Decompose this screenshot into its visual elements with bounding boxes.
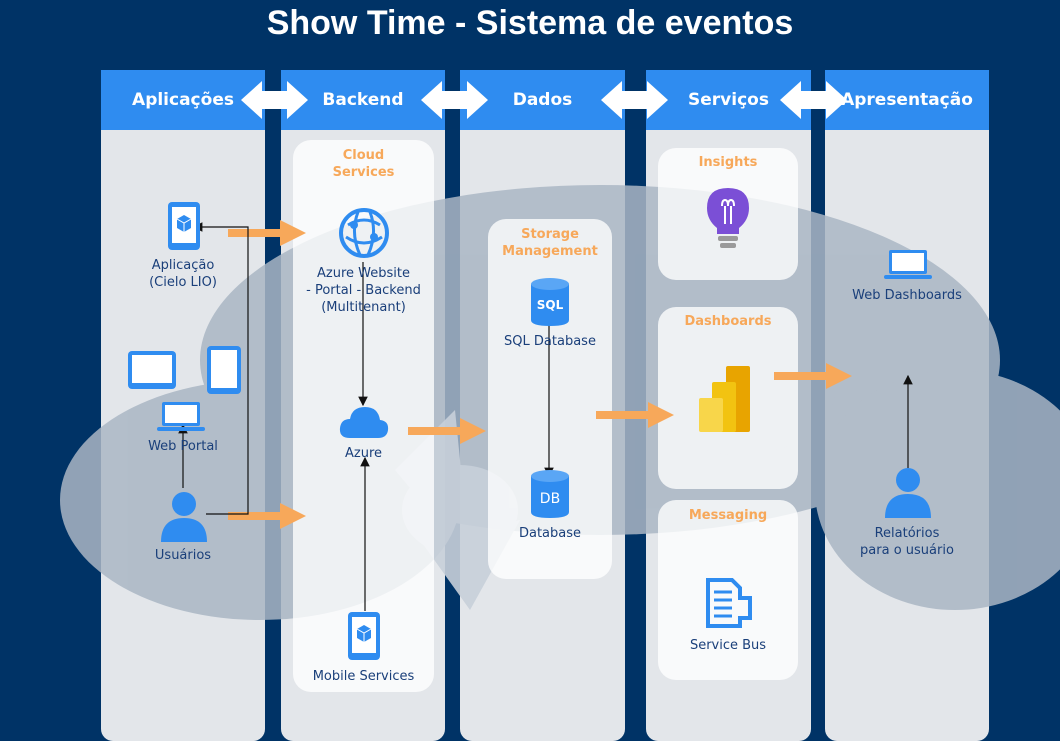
node-label-service-bus: Service Bus: [689, 638, 767, 653]
sql-icon-text: SQL: [537, 298, 564, 312]
db-icon-text: DB: [540, 491, 560, 507]
user-icon: [161, 492, 207, 542]
group-messaging: [658, 500, 798, 680]
sql-database-icon: SQL: [531, 278, 569, 326]
group-title-dashboards: Dashboards: [684, 314, 772, 329]
node-label-mobile-services: Mobile Services: [312, 669, 415, 684]
node-label-database: Database: [518, 526, 582, 541]
flow-arrow: [596, 402, 674, 428]
node-label-relatorios: Relatórios para o usuário: [860, 526, 954, 558]
node-label-web-portal: Web Portal: [148, 439, 218, 454]
laptop-icon: [884, 250, 932, 279]
cloud-icon: [339, 407, 389, 438]
group-title-storage-management: Storage Management: [502, 227, 598, 259]
flow-arrow: [774, 363, 852, 389]
mobile-app-icon: [348, 612, 380, 660]
group-title-insights: Insights: [698, 155, 758, 170]
flow-arrow: [408, 418, 486, 444]
service-bus-icon: [706, 578, 752, 628]
web-globe-icon: [339, 208, 389, 258]
node-label-azure-website: Azure Website - Portal - Backend (Multit…: [306, 266, 421, 315]
tablet-icon: [207, 346, 241, 394]
power-bi-icon: [699, 366, 750, 432]
double-arrow-icon: [601, 81, 668, 119]
node-label-sql-database: SQL Database: [504, 334, 596, 349]
connector-line: [192, 222, 249, 515]
double-arrow-icon: [780, 81, 847, 119]
node-label-web-dashboards: Web Dashboards: [852, 288, 962, 303]
flow-arrow: [228, 220, 306, 246]
laptop-icon: [157, 402, 205, 431]
mobile-app-icon: [168, 202, 200, 250]
group-title-messaging: Messaging: [688, 508, 768, 523]
column-header-backend: Backend: [281, 70, 445, 130]
column-header-aplicacoes: Aplicações: [101, 70, 265, 130]
group-title-cloud-services: Cloud Services: [332, 148, 395, 180]
database-icon: DB: [531, 470, 569, 518]
tablet-icon: [128, 351, 176, 389]
column-header-apresentacao: Apresentação: [825, 70, 989, 130]
node-label-usuarios: Usuários: [154, 548, 212, 563]
node-label-azure: Azure: [344, 446, 382, 461]
double-arrow-icon: [421, 81, 488, 119]
node-label-aplicacao: Aplicação (Cielo LIO): [149, 258, 217, 290]
page-title: Show Time - Sistema de eventos: [266, 4, 794, 42]
flow-arrow: [228, 503, 306, 529]
user-icon: [885, 468, 931, 518]
double-arrow-icon: [241, 81, 308, 119]
lightbulb-icon: [707, 188, 749, 248]
